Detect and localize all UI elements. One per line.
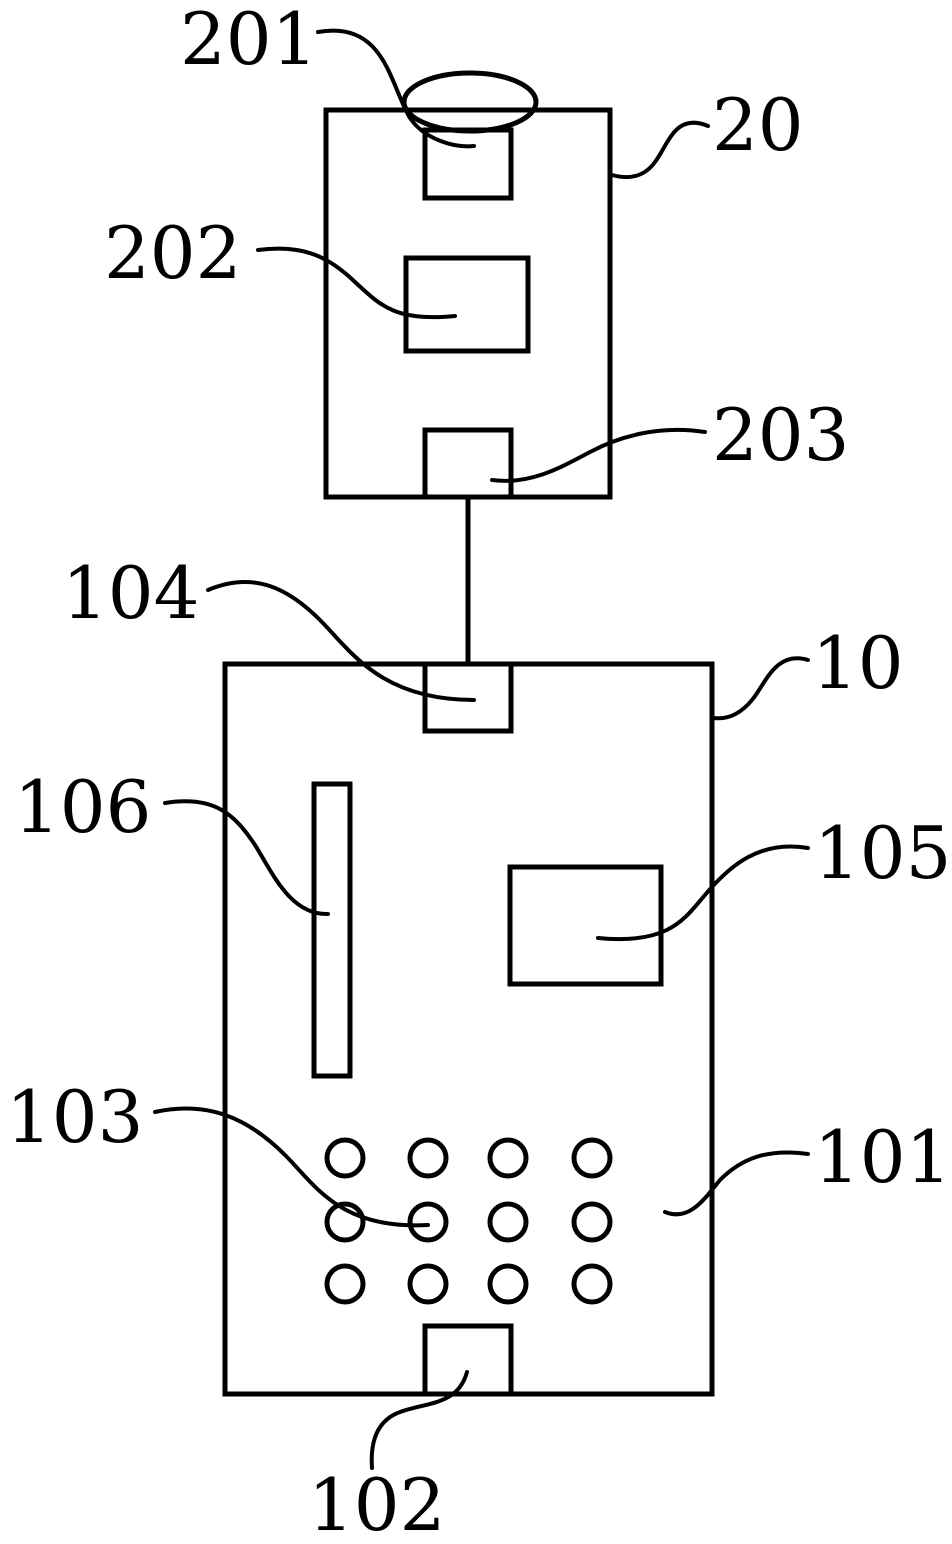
unit-20-housing <box>326 110 610 497</box>
leader-20 <box>612 123 708 177</box>
part-105-box <box>510 867 661 984</box>
leader-101 <box>665 1152 808 1214</box>
leader-102 <box>372 1372 467 1468</box>
leader-105 <box>598 846 808 939</box>
hole <box>327 1140 363 1176</box>
label-201: 201 <box>180 0 317 81</box>
part-201-ellipse <box>404 73 536 131</box>
hole <box>490 1204 526 1240</box>
label-10: 10 <box>812 621 904 705</box>
hole <box>410 1140 446 1176</box>
hole <box>410 1204 446 1240</box>
label-104: 104 <box>62 551 199 635</box>
hole <box>574 1266 610 1302</box>
label-106: 106 <box>14 765 151 849</box>
leader-203 <box>492 430 705 481</box>
label-101: 101 <box>814 1115 951 1199</box>
hole <box>490 1266 526 1302</box>
label-105: 105 <box>814 811 951 895</box>
part-202-box <box>406 258 528 351</box>
hole <box>574 1204 610 1240</box>
leader-103 <box>155 1109 428 1226</box>
label-103: 103 <box>6 1075 143 1159</box>
leader-10 <box>714 658 808 718</box>
leader-106 <box>165 801 328 914</box>
label-20: 20 <box>712 83 804 167</box>
hole <box>490 1140 526 1176</box>
hole <box>327 1266 363 1302</box>
hole <box>410 1266 446 1302</box>
part-203-box <box>425 430 511 497</box>
leader-104 <box>208 582 474 700</box>
hole <box>574 1140 610 1176</box>
label-202: 202 <box>104 211 241 295</box>
label-102: 102 <box>308 1463 445 1544</box>
label-203: 203 <box>712 393 849 477</box>
part-102-box <box>425 1326 511 1394</box>
unit-10-housing <box>225 664 712 1394</box>
part-106-slot <box>314 784 350 1076</box>
